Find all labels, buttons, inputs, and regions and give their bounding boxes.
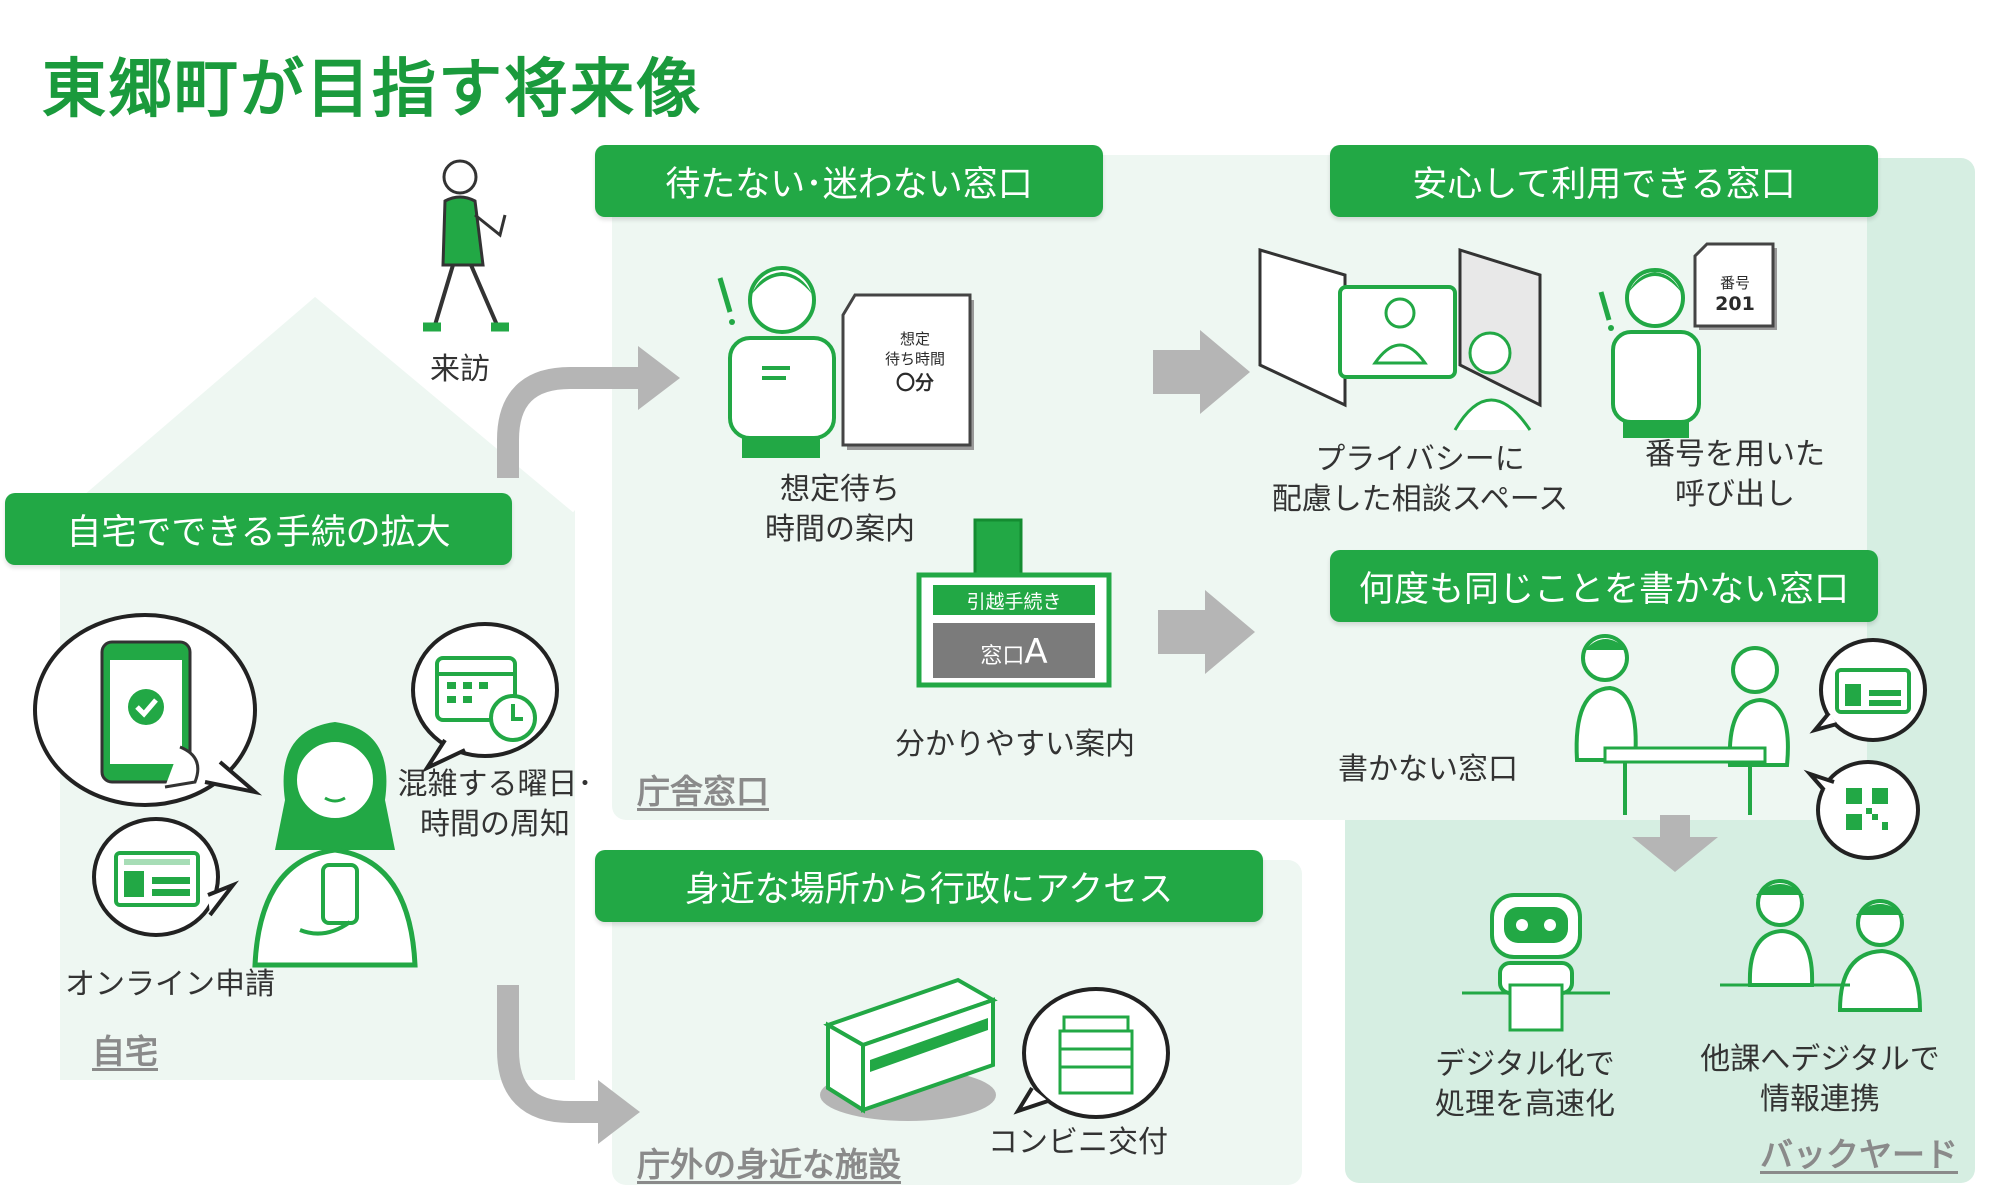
caption-privacy: プライバシーに 配慮した相談スペース bbox=[1271, 442, 1569, 517]
waiting-time-card-icon bbox=[841, 293, 974, 450]
smartphone-check-icon bbox=[33, 613, 263, 807]
counter-meeting-icon bbox=[1574, 634, 1790, 815]
caption-no-write: 書かない窓口 bbox=[1338, 752, 1518, 787]
privacy-booth-icon bbox=[1258, 247, 1542, 431]
calendar-clock-icon bbox=[411, 622, 559, 773]
caption-number-call: 番号を用いた 呼び出し bbox=[1645, 437, 1825, 512]
direction-sign-icon bbox=[916, 518, 1112, 688]
caption-digital: デジタル化で 処理を高速化 bbox=[1435, 1047, 1615, 1122]
banner-safe: 安心して利用できる窓口 bbox=[1330, 145, 1878, 217]
page-title: 東郷町が目指す将来像 bbox=[42, 53, 702, 127]
caption-crowd: 混雑する曜日･ 時間の周知 bbox=[397, 767, 593, 842]
id-card-icon bbox=[92, 817, 240, 937]
sign-window-prefix: 窓口 bbox=[980, 644, 1025, 669]
zone-label-outside: 庁外の身近な施設 bbox=[637, 1145, 901, 1184]
colleagues-icon bbox=[1720, 879, 1923, 1012]
caption-visit: 来訪 bbox=[430, 352, 490, 387]
caption-other-dept: 他課へデジタルで 情報連携 bbox=[1700, 1042, 1940, 1117]
caption-online: オンライン申請 bbox=[65, 967, 275, 1002]
walking-person-icon bbox=[423, 159, 509, 332]
wait-card-line2: 待ち時間 bbox=[884, 350, 945, 368]
caption-guide: 分かりやすい案内 bbox=[895, 727, 1135, 762]
person-confused-icon bbox=[717, 266, 836, 458]
sign-header: 引越手続き bbox=[966, 591, 1062, 613]
banner-nearby: 身近な場所から行政にアクセス bbox=[595, 850, 1263, 922]
sign-window-letter: A bbox=[1024, 632, 1048, 672]
wait-card-line3: 〇分 bbox=[895, 372, 934, 394]
wait-card-line1: 想定 bbox=[899, 330, 930, 348]
caption-wait-time: 想定待ち 時間の案内 bbox=[765, 472, 915, 547]
zone-label-backyard: バックヤード bbox=[1760, 1135, 1958, 1174]
caption-konbini: コンビニ交付 bbox=[988, 1125, 1168, 1160]
qr-code-icon bbox=[1803, 760, 1920, 860]
number-card-line2: 201 bbox=[1715, 293, 1755, 315]
office-zone bbox=[612, 155, 1867, 820]
zone-label-office: 庁舎窓口 bbox=[637, 772, 769, 811]
multifunction-printer-icon bbox=[1013, 987, 1170, 1119]
banner-home: 自宅でできる手続の拡大 bbox=[5, 493, 512, 565]
number-card-line1: 番号 bbox=[1719, 274, 1750, 292]
banner-no-write: 何度も同じことを書かない窓口 bbox=[1330, 550, 1878, 622]
woman-smartphone-icon bbox=[252, 722, 418, 968]
sign-window: 窓口A bbox=[933, 632, 1095, 672]
zone-label-home: 自宅 bbox=[92, 1032, 158, 1071]
banner-no-wait: 待たない･迷わない窓口 bbox=[595, 145, 1103, 217]
robot-icon bbox=[1462, 893, 1610, 1032]
number-ticket-icon bbox=[1598, 242, 1777, 438]
id-card-icon-2 bbox=[1809, 638, 1927, 742]
convenience-store-icon bbox=[820, 977, 998, 1121]
